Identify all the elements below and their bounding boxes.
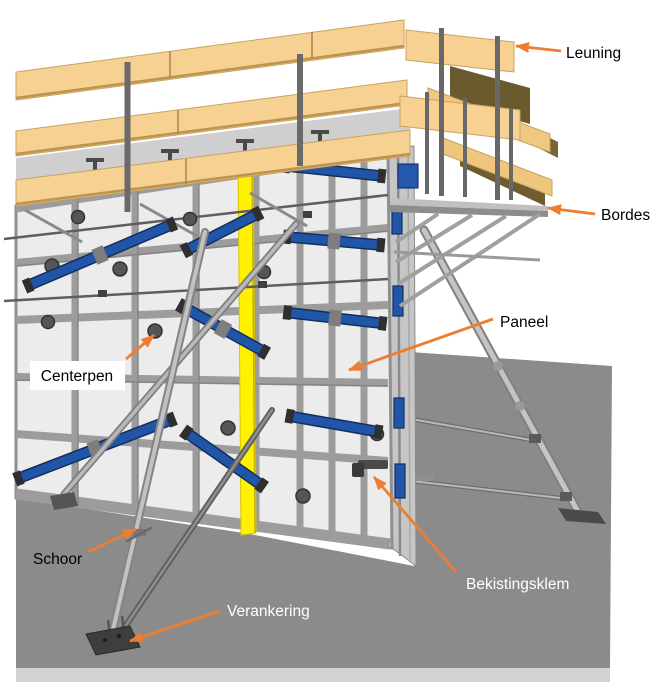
- centerpen-pin-target: [147, 323, 163, 339]
- formwork-clamps: [12, 158, 406, 499]
- stabilizer-rods: [391, 413, 572, 502]
- label-verankering: Verankering: [227, 603, 310, 620]
- arrow-schoor: [87, 527, 137, 554]
- arrow-bordes: [547, 204, 596, 216]
- arrow-leuning: [515, 41, 562, 53]
- arrow-bekistingsklem: [372, 476, 458, 573]
- guardrail-plank: [15, 129, 411, 207]
- panel-side-groove2: [407, 147, 411, 561]
- brace-ground-anchor: [558, 508, 606, 524]
- platform-deck: [390, 198, 548, 308]
- annotation-arrows: [87, 41, 596, 643]
- arrow-paneel: [348, 317, 494, 372]
- annotations: Leuning Bordes Paneel Centerpen Schoor B…: [30, 41, 650, 643]
- arrow-centerpen: [125, 333, 155, 361]
- formwork-clamp: [179, 424, 269, 494]
- label-paneel: Paneel: [500, 314, 548, 331]
- corner-railing-posts: [425, 28, 513, 200]
- ground-front-edge: [16, 668, 610, 682]
- label-centerpen-box: [30, 361, 125, 390]
- guardrail-planks: [15, 19, 411, 207]
- ground-plane: [16, 352, 612, 668]
- platform-rail: [393, 250, 541, 262]
- push-pull-brace: [419, 225, 606, 524]
- railing-posts: [124, 54, 303, 212]
- corner-clamp: [397, 163, 419, 189]
- formwork-clamp: [282, 305, 388, 331]
- guardrail-plank: [15, 19, 405, 101]
- formwork-clamp: [284, 408, 384, 440]
- label-bordes: Bordes: [601, 207, 650, 224]
- ground-anchor: [85, 615, 141, 656]
- corner-railing: [397, 28, 558, 206]
- arrow-verankering: [129, 609, 221, 643]
- label-leuning: Leuning: [566, 45, 621, 62]
- bekistingsklem-target-clamp: [352, 460, 388, 477]
- walkway-clamps: [86, 130, 329, 173]
- label-centerpen-group: Centerpen: [30, 361, 125, 390]
- corner-plank: [399, 95, 521, 141]
- brace-foot: [50, 492, 78, 510]
- formwork-clamp: [21, 216, 179, 294]
- leuning-plank: [405, 29, 515, 73]
- label-centerpen: Centerpen: [41, 368, 113, 385]
- formwork-clamp: [175, 298, 271, 360]
- walkway-band: [16, 108, 410, 182]
- label-schoor: Schoor: [33, 551, 82, 568]
- label-bekistingsklem: Bekistingsklem: [466, 576, 569, 593]
